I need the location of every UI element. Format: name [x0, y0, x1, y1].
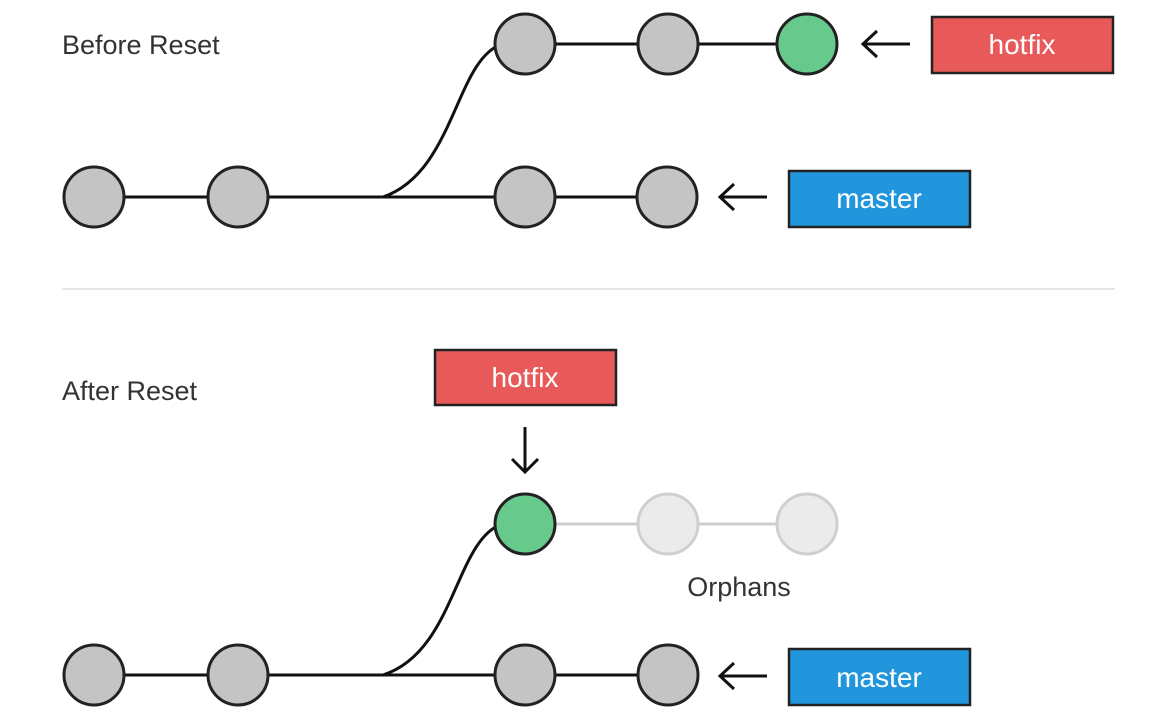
after-orphan-commit-2 [775, 492, 839, 556]
after-commit-2 [206, 643, 270, 707]
before-hotfix-arrow-icon [860, 29, 910, 59]
before-branch-curve [382, 42, 503, 199]
before-master-label: master [836, 183, 922, 214]
after-hotfix-tag [433, 348, 618, 407]
before-commit-hotfix-2 [636, 12, 700, 76]
before-master-arrow-icon [717, 182, 767, 212]
after-commit-master-3 [493, 643, 557, 707]
before-reset-title: Before Reset [62, 30, 220, 60]
orphans-label: Orphans [687, 572, 791, 602]
after-hotfix-label: hotfix [492, 362, 559, 393]
after-commit-master-4 [636, 643, 700, 707]
after-commit-hotfix-head [493, 492, 557, 556]
after-branch-curve [382, 522, 503, 677]
before-master-tag [787, 169, 972, 229]
before-commit-hotfix-1 [493, 12, 557, 76]
after-master-arrow-icon [717, 661, 767, 691]
after-reset-panel: After Reset hotfix Orphans master [62, 348, 972, 707]
before-commit-2 [206, 165, 270, 229]
before-commit-hotfix-head [775, 12, 839, 76]
before-commit-master-4 [635, 165, 699, 229]
after-reset-title: After Reset [62, 376, 198, 406]
after-master-tag [787, 647, 972, 707]
after-orphan-commit-1 [636, 492, 700, 556]
before-hotfix-tag [930, 15, 1115, 75]
before-hotfix-label: hotfix [989, 29, 1056, 60]
before-commit-master-3 [493, 165, 557, 229]
before-commit-1 [62, 165, 126, 229]
before-reset-panel: Before Reset hotfix master [62, 12, 1115, 229]
after-master-label: master [836, 662, 922, 693]
after-commit-1 [62, 643, 126, 707]
after-hotfix-arrow-icon [510, 427, 540, 475]
